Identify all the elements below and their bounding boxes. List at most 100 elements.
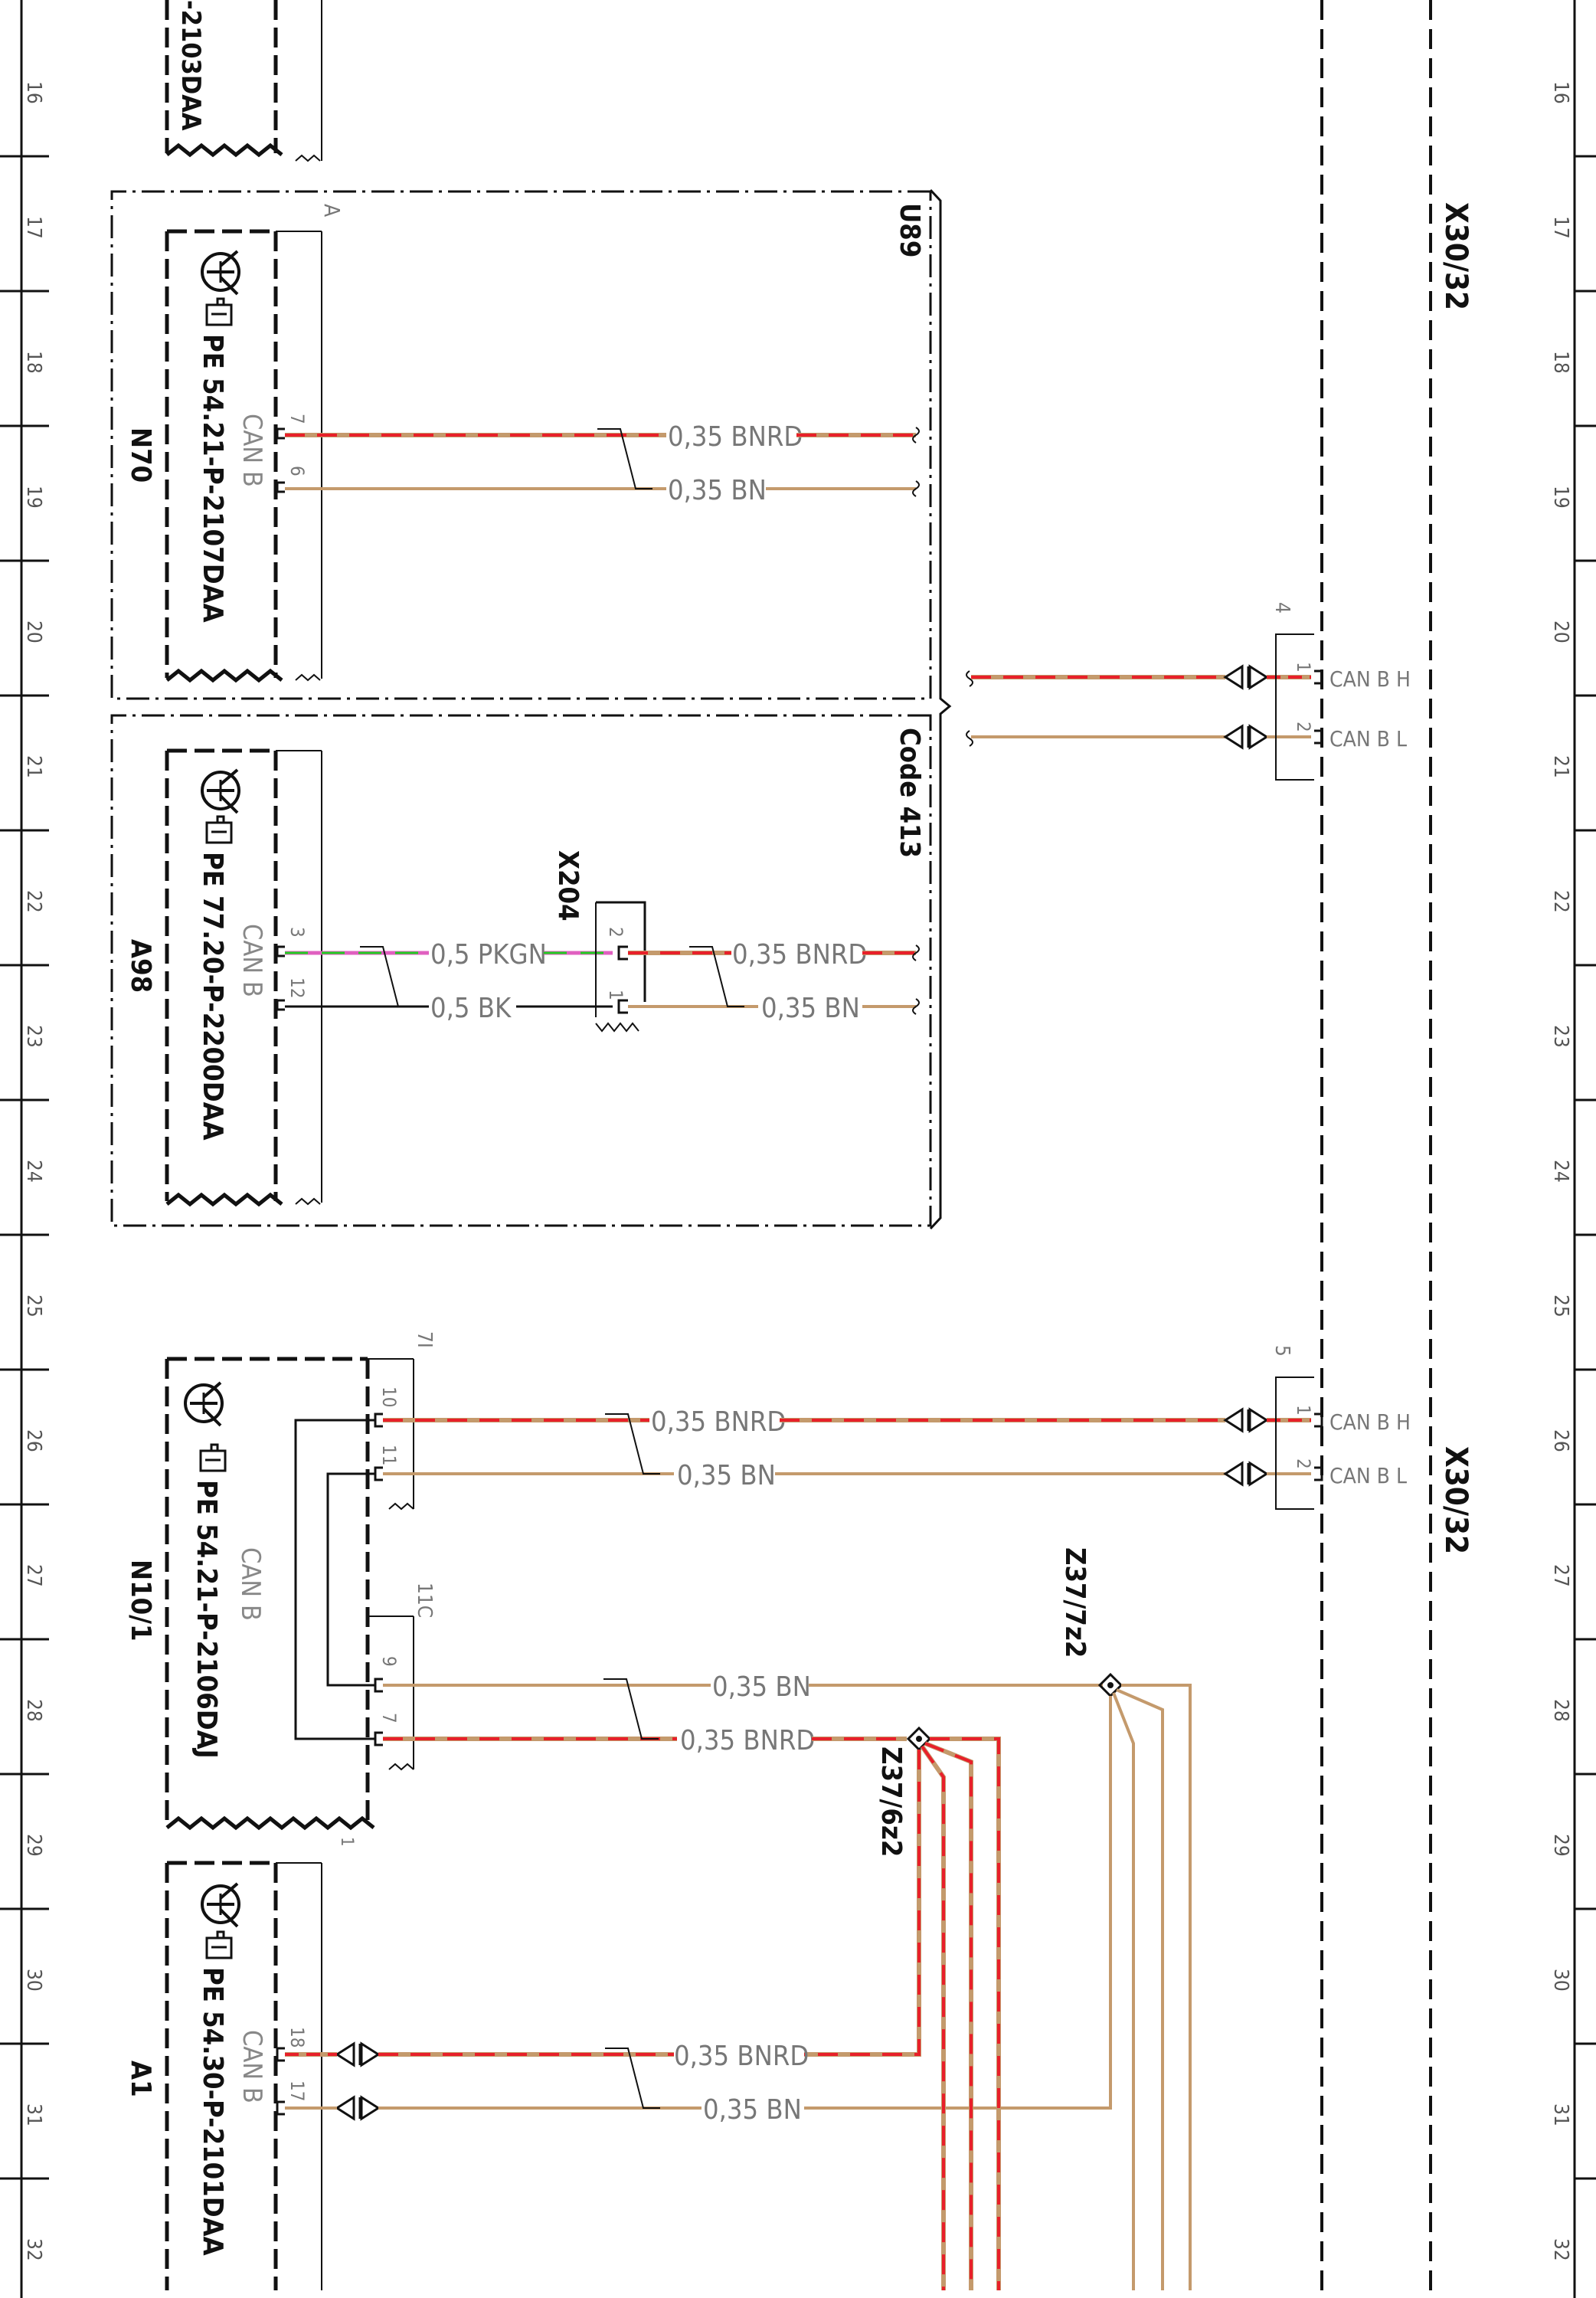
a98-pin-label: 12 [286,977,308,998]
ruler-number: 18 [22,351,45,374]
plug-connector-icon [1223,664,1269,690]
n10-wire-label: 0,35 BNRD [680,1725,815,1756]
ruler-number: 29 [1549,1834,1572,1857]
x30-lower-name: X30/32 [1438,1446,1473,1554]
n10-pin-label: 10 [378,1386,400,1407]
a98-bus-label: CAN B [237,924,267,997]
ruler-number: 21 [22,755,45,778]
ruler-number: 18 [1549,351,1572,374]
ruler-number: 20 [22,620,45,643]
ruler-number: 22 [22,890,45,913]
plug-connector-icon [1223,1461,1269,1487]
a1-ref: PE 54.30-P-2101DAA [197,1967,228,2256]
plug-connector-icon [335,2041,381,2067]
n70-module: PE 54.21-P-2107DAA CAN B N70 A 7 6 [125,204,345,683]
ruler-number: 31 [22,2103,45,2126]
reference-hand-icon [199,1443,227,1472]
n10-wire-label: 0,35 BNRD [651,1406,786,1438]
a1-module: PE 54.30-P-2101DAA CAN B A1 18 17 [125,1861,322,2290]
code-413-group: Code 413 [110,714,932,1227]
a1-bus-label: CAN B [237,2030,267,2103]
plug-connector-icon [1223,724,1269,750]
x204-pin-label: 1 [605,990,626,1000]
n70-name: N70 [125,427,156,483]
reference-hand-icon [205,815,233,844]
x204-wire-label: 0,35 BN [761,993,860,1024]
ruler-number: 26 [22,1429,45,1452]
electronic-control-unit-icon [201,768,240,814]
plug-connector-icon [335,2095,381,2121]
code-413-label: Code 413 [894,728,925,858]
a98-wire-label: 0,5 PKGN [430,939,547,971]
n10-pin-label: 11 [378,1445,400,1465]
n70-pin-label: 6 [286,466,308,476]
n10-name: N10/1 [125,1560,156,1642]
n10-pin-label: 9 [378,1656,400,1667]
ruler-number: 28 [22,1699,45,1722]
a1-pin-label: 18 [286,2027,308,2048]
n70-wire-label: 0,35 BN [668,475,767,506]
can-b-h-label: CAN B H [1329,666,1411,692]
ruler-number: 24 [1549,1160,1572,1183]
can-b-l-label: CAN B L [1329,1463,1407,1488]
x204-wires: 0,35 BNRD 0,35 BN [628,939,920,1024]
ruler-number: 16 [1549,81,1572,104]
ruler-number: 20 [1549,620,1572,643]
ruler-number: 23 [22,1025,45,1048]
z37-7z2-label: Z37/7z2 [1059,1547,1091,1658]
n70-ref: PE 54.21-P-2107DAA [197,334,228,623]
n10-splice-wires: 0,35 BN 0,35 BNRD [383,1671,1103,1756]
x204-name: X204 [552,850,584,921]
u89-group: U89 [110,190,932,700]
n10-module: 7I 11C PE 54.21-P-2106DAJ CAN B N10/1 10… [125,1331,436,1847]
a98-module: PE 77.20-P-2200DAA CAN B A98 3 12 [125,748,322,1207]
electronic-control-unit-icon [201,1882,240,1928]
n10-connector-label: 11C [413,1583,436,1618]
x30-upper-name: X30/32 [1438,202,1473,310]
n10-can-wires: 0,35 BNRD 0,35 BN 5 1 2 CAN B H CAN B L [383,1345,1411,1510]
n10-wire-label: 0,35 BN [677,1460,776,1491]
ruler-number: 19 [22,486,45,509]
ruler-number: 16 [22,81,45,104]
ruler-number: 19 [1549,486,1572,509]
ruler-number: 17 [1549,216,1572,239]
x30-upper-id: 4 [1271,602,1293,614]
ruler-number: 22 [1549,890,1572,913]
z37-7z2-splice: Z37/7z2 [804,1547,1192,2290]
a1-wire-label: 0,35 BN [703,2094,802,2126]
ruler-number: 27 [22,1564,45,1587]
z37-6z2-label: Z37/6z2 [875,1746,907,1857]
electronic-control-unit-icon [184,1381,224,1427]
ruler-number: 27 [1549,1564,1572,1587]
x30-upper-wires: 4 1 2 CAN B H CAN B L [966,602,1411,781]
n70-wire-label: 0,35 BNRD [668,421,803,453]
a98-ref: PE 77.20-P-2200DAA [197,852,228,1141]
group-brace [929,188,952,1230]
a98-wire-label: 0,5 BK [430,993,512,1024]
ruler-number: 26 [1549,1429,1572,1452]
ruler-number: 17 [22,216,45,239]
reference-hand-icon [205,1930,233,1959]
z37-6z2-splice: Z37/6z2 [804,1726,1001,2290]
n10-ref: PE 54.21-P-2106DAJ [191,1480,222,1759]
x30-upper-pin: 1 [1293,662,1314,673]
ruler-number: 30 [1549,1969,1572,1992]
a1-pin-label: 17 [286,2080,308,2101]
x204-wire-label: 0,35 BNRD [732,939,867,971]
electronic-control-unit-icon [201,250,240,296]
ruler-number: 28 [1549,1699,1572,1722]
n10-bus-label: CAN B [235,1547,266,1621]
ruler-number: 32 [1549,2238,1572,2261]
a1-connector-label: 1 [337,1837,356,1847]
top-partial-module: -2103DAA [165,0,322,162]
n70-wires: 0,35 BNRD 0,35 BN [285,421,920,506]
n10-connector-label: 7I [413,1331,436,1348]
ruler-number: 31 [1549,2103,1572,2126]
top-module-ref: -2103DAA [175,0,206,131]
x30-lower-id: 5 [1271,1345,1293,1357]
ruler-number: 32 [22,2238,45,2261]
a98-wires: 0,5 PKGN 0,5 BK [285,939,613,1024]
